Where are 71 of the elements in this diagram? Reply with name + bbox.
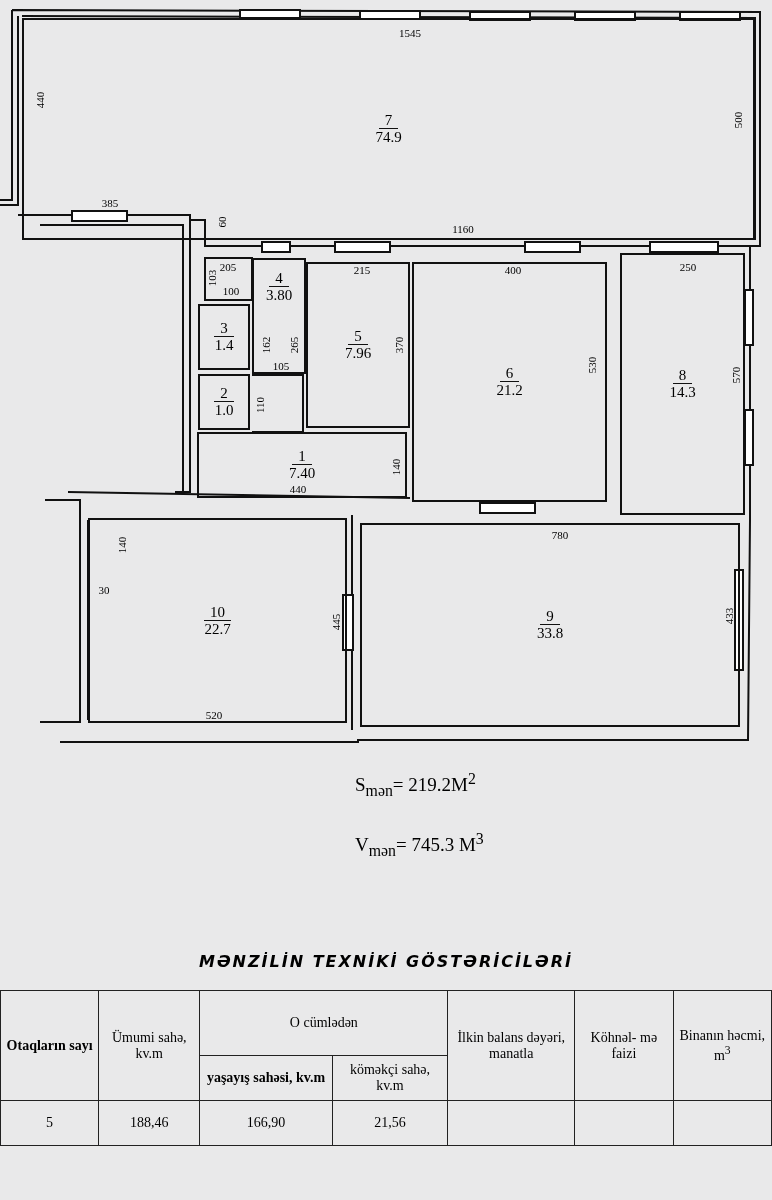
room-number: 2 xyxy=(214,385,234,402)
table-cell: İlkin balans dəyəri, manatla xyxy=(447,990,575,1101)
room-number: 9 xyxy=(540,608,560,625)
room-number: 6 xyxy=(499,365,520,382)
room-area: 3.80 xyxy=(265,287,293,304)
dimension-label: 400 xyxy=(504,264,522,276)
dimension-label: 162 xyxy=(260,336,272,354)
room-outline xyxy=(198,374,250,430)
dimension-label: 570 xyxy=(730,366,742,384)
dimension-label: 110 xyxy=(254,396,266,414)
dimension-label: 140 xyxy=(116,536,128,554)
room-outline xyxy=(88,518,347,723)
room-number: 1 xyxy=(292,448,312,465)
dimension-label: 500 xyxy=(732,111,744,129)
dimension-label: 385 xyxy=(101,197,119,209)
room-outline xyxy=(620,253,745,515)
room-outline xyxy=(360,523,740,727)
dimension-label: 103 xyxy=(206,269,218,287)
room-number: 5 xyxy=(348,328,368,345)
room-area: 74.9 xyxy=(375,129,402,146)
table-heading: MƏNZİLİN TEXNİKİ GÖSTƏRİCİLƏRİ xyxy=(198,952,574,971)
room-outline xyxy=(412,262,607,502)
dimension-label: 433 xyxy=(723,607,735,625)
room-area: 7.40 xyxy=(288,465,316,482)
table-cell: 5 xyxy=(0,1100,99,1146)
room-number: 8 xyxy=(672,367,693,384)
formula: S$_{mən}$= 219.2M$^{2}$ xyxy=(355,770,476,801)
dimension-label: 205 xyxy=(219,261,237,273)
dimension-label: 265 xyxy=(288,336,300,354)
dimension-label: 105 xyxy=(272,360,290,372)
room-area: 1.0 xyxy=(214,402,234,419)
table-cell: Köhnəl- mə faizi xyxy=(574,990,674,1101)
dimension-label: 60 xyxy=(216,216,228,228)
room-outline xyxy=(306,262,410,428)
table-cell: Binanın həcmi, m$^{3}$ xyxy=(673,990,772,1101)
table-cell: 21,56 xyxy=(332,1100,448,1146)
room-area: 7.96 xyxy=(344,345,372,362)
header-cell: yaşayış sahəsi, kv.m xyxy=(199,1055,333,1101)
room-number: 3 xyxy=(214,320,234,337)
dimension-label: 440 xyxy=(289,483,307,495)
dimension-label: 100 xyxy=(222,285,240,297)
dimension-label: 30 xyxy=(98,584,110,596)
table-cell: Ümumi sahə, kv.m xyxy=(98,990,200,1101)
dimension-label: 530 xyxy=(586,356,598,374)
formula: V$_{mən}$= 745.3 M$^{3}$ xyxy=(355,830,484,861)
dimension-label: 215 xyxy=(353,264,371,276)
dimension-label: 520 xyxy=(205,709,223,721)
room-number: 4 xyxy=(269,270,289,287)
room-number: 10 xyxy=(204,603,231,621)
dimension-label: 780 xyxy=(551,529,569,541)
room-number: 7 xyxy=(378,112,399,129)
dimension-label: 1160 xyxy=(452,223,474,235)
room-outline xyxy=(198,304,250,370)
dimension-label: 1545 xyxy=(399,27,421,39)
room-outline xyxy=(197,432,407,498)
room-outline xyxy=(252,258,306,374)
room-area: 1.4 xyxy=(214,337,234,354)
dimension-label: 445 xyxy=(330,613,342,631)
table-cell: O cümlədən xyxy=(199,990,448,1056)
dimension-label: 440 xyxy=(34,91,46,109)
table-cell: 188,46 xyxy=(98,1100,200,1146)
dimension-label: 140 xyxy=(390,458,402,476)
dimension-label: 370 xyxy=(393,336,405,354)
room-area: 21.2 xyxy=(496,382,523,399)
room-area: 22.7 xyxy=(204,620,231,638)
header-cell: Otaqların sayı xyxy=(0,990,99,1101)
room-area: 14.3 xyxy=(669,384,696,401)
room-area: 33.8 xyxy=(536,625,564,642)
table-cell: 166,90 xyxy=(199,1100,333,1146)
dimension-label: 250 xyxy=(679,261,697,273)
room-outline xyxy=(22,18,755,240)
